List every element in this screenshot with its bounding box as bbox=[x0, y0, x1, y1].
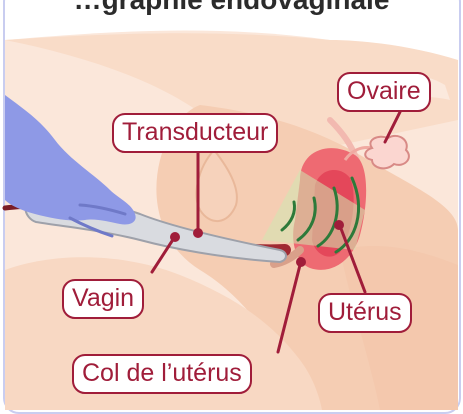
label-uterus: Utérus bbox=[318, 293, 412, 333]
dot-uterus bbox=[334, 220, 344, 230]
dot-vagin bbox=[170, 232, 180, 242]
dot-col bbox=[296, 257, 306, 267]
label-vagin: Vagin bbox=[62, 279, 144, 319]
diagram-title: …graphie endovaginale bbox=[0, 0, 463, 16]
dot-transducteur bbox=[193, 228, 203, 238]
label-transducteur: Transducteur bbox=[112, 113, 278, 153]
label-col: Col de l’utérus bbox=[72, 354, 252, 394]
label-ovaire: Ovaire bbox=[337, 72, 431, 112]
